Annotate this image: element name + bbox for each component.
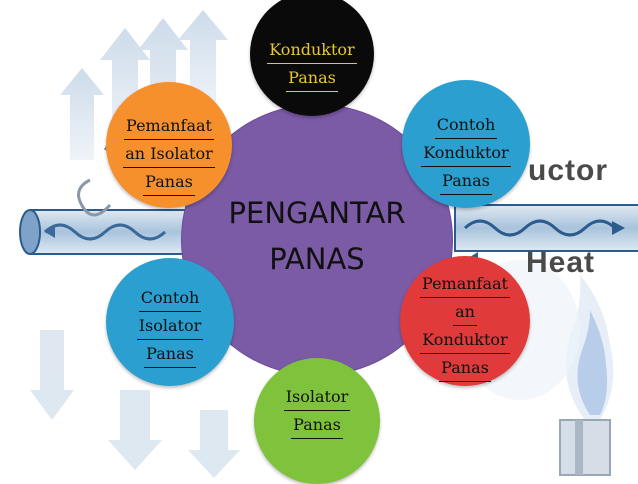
node-text-line: Konduktor — [420, 326, 510, 354]
node-contoh-konduktor-panas-circle — [402, 80, 530, 208]
pipe-right-illustration — [454, 204, 638, 252]
node-pemanfaatan-konduktor-panas-circle — [400, 256, 530, 386]
node-konduktor-panas-circle — [250, 0, 374, 116]
node-text-line: Panas — [144, 340, 196, 368]
node-text-line: Pemanfaat — [124, 112, 214, 140]
node-contoh-konduktor-panas-label: Contoh Konduktor Panas — [402, 111, 530, 195]
node-pemanfaatan-konduktor-panas-label: Pemanfaat an Konduktor Panas — [400, 270, 530, 382]
node-text-line: Isolator — [136, 312, 204, 340]
node-text-line: Isolator — [283, 383, 351, 411]
node-contoh-isolator-panas-label: Contoh Isolator Panas — [106, 284, 234, 368]
node-konduktor-panas-label: Konduktor Panas — [250, 36, 374, 92]
node-text-line: Panas — [440, 167, 492, 195]
node-text-line: Contoh — [434, 111, 498, 139]
node-text-line: Konduktor — [267, 36, 357, 64]
node-text-line: Panas — [439, 354, 491, 382]
node-pemanfaatan-isolator-panas-label: Pemanfaat an Isolator Panas — [106, 112, 232, 196]
node-text-line: an — [453, 298, 477, 326]
hub-label: PENGANTAR PANAS — [182, 190, 452, 282]
node-isolator-panas-circle — [254, 358, 380, 484]
node-pemanfaatan-isolator-panas-circle — [106, 82, 232, 208]
hub-label-line-2: PANAS — [269, 242, 365, 276]
hub-label-line-1: PENGANTAR — [228, 196, 406, 230]
background-label-heat: Heat — [526, 246, 596, 279]
node-isolator-panas-label: Isolator Panas — [254, 383, 380, 439]
node-text-line: Panas — [143, 168, 195, 196]
node-text-line: Contoh — [138, 284, 202, 312]
node-contoh-isolator-panas-circle — [106, 258, 234, 386]
node-text-line: an Isolator — [123, 140, 215, 168]
background-label-uctor: uctor — [528, 154, 608, 187]
node-text-line: Pemanfaat — [420, 270, 510, 298]
node-text-line: Panas — [286, 64, 338, 92]
pipe-left-illustration — [19, 209, 191, 255]
node-text-line: Panas — [291, 411, 343, 439]
node-text-line: Konduktor — [421, 139, 511, 167]
